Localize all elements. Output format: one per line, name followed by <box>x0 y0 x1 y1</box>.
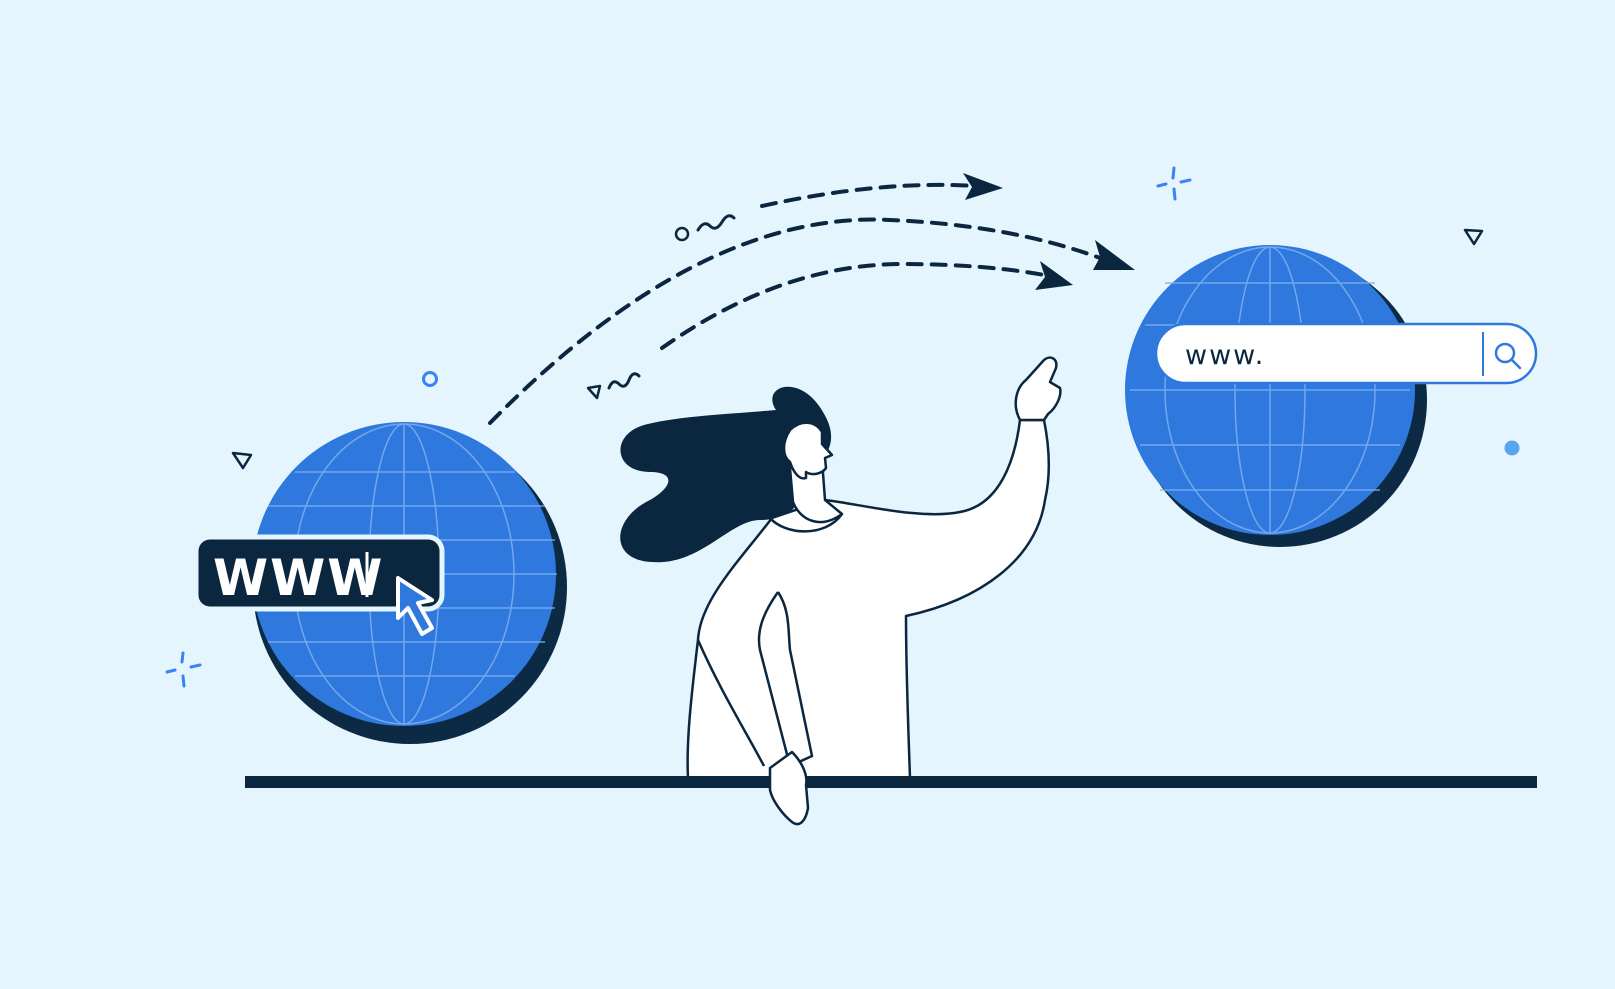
triangle-outline-icon <box>231 451 253 470</box>
left-address-bar-border <box>193 534 445 612</box>
squiggle-left <box>607 372 641 390</box>
sparkle-icon <box>165 651 202 688</box>
circle-outline-icon <box>422 371 438 387</box>
upper-arm-outline <box>696 639 766 767</box>
collar <box>769 513 844 533</box>
sparkle-icon <box>1156 166 1192 201</box>
right-search-bar[interactable]: www. <box>1154 322 1538 385</box>
circle-outline-icon <box>674 226 690 242</box>
arrow-head-middle <box>1093 240 1135 270</box>
ground-line <box>245 776 1537 788</box>
triangle-outline-icon <box>586 384 602 400</box>
raised-hand <box>1014 356 1062 422</box>
arrow-cursor-icon <box>396 576 434 636</box>
hair <box>620 386 832 563</box>
resting-hand <box>768 750 810 826</box>
right-search-bar-frame <box>1154 322 1538 385</box>
arrow-head-bottom <box>1035 261 1073 290</box>
arrow-heads <box>963 173 1135 290</box>
left-address-bar[interactable]: WWW <box>193 534 445 612</box>
dashed-arrow-bottom <box>660 261 1057 350</box>
transfer-arrows <box>488 182 1102 425</box>
magnifier-icon[interactable] <box>1494 342 1522 370</box>
woman-figure <box>620 356 1062 780</box>
face <box>782 421 834 480</box>
squiggle-top <box>696 214 736 232</box>
dashed-arrow-middle <box>488 217 1102 425</box>
arrow-head-top <box>963 173 1003 200</box>
hair-lock <box>776 406 823 436</box>
triangle-outline-icon <box>1463 228 1484 246</box>
squiggle-decorations <box>607 214 736 390</box>
search-input-text: www. <box>1185 340 1265 371</box>
right-globe <box>1125 245 1427 547</box>
left-address-text: WWW <box>213 549 384 607</box>
light-blue-dot <box>1504 440 1520 456</box>
dashed-arrow-top <box>760 182 977 208</box>
